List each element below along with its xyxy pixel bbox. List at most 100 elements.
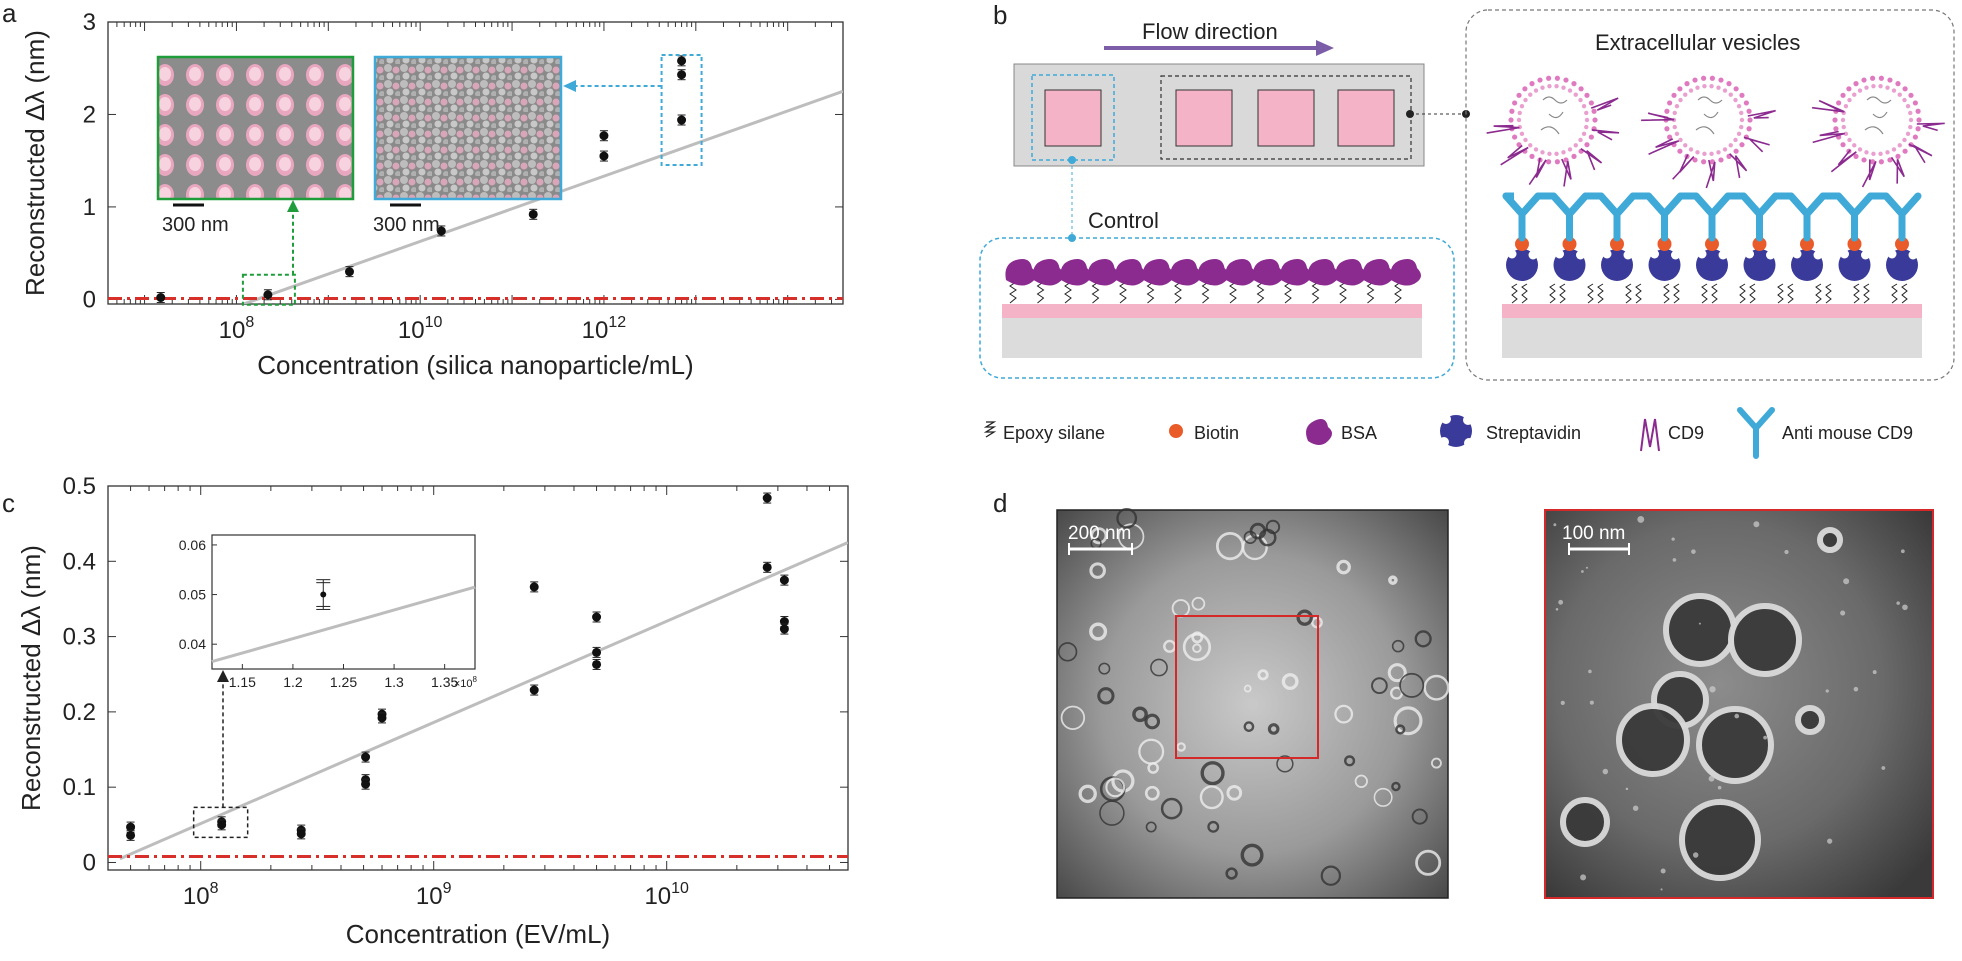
vesicle-lipid [1861, 77, 1867, 83]
vesicle-lipid [1523, 137, 1528, 143]
vesicle-lipid [1512, 100, 1518, 106]
vesicle-lipid [1739, 124, 1744, 130]
bsa-molecule [1197, 259, 1229, 286]
tem-vesicle [1411, 808, 1428, 825]
vesicle-lipid [1674, 131, 1680, 137]
tem-vesicle [1320, 865, 1342, 886]
tem-vesicle [1311, 616, 1323, 629]
streptavidin-pocket [1528, 250, 1538, 260]
bsa-molecule [1060, 259, 1091, 286]
x-tick-label-c-exp: 8 [210, 880, 219, 897]
cd9-protein [1812, 130, 1845, 144]
vesicle-lipid [1847, 97, 1852, 103]
tem-vesicle [1415, 849, 1442, 876]
epoxy-silane-linker [1625, 283, 1632, 304]
vesicle-cargo [1540, 96, 1568, 135]
panel-letter-c: c [2, 488, 15, 518]
data-point-a [156, 293, 166, 303]
vesicle-lipid [1664, 126, 1670, 132]
vesicle-lipid [1588, 134, 1594, 140]
vesicle-lipid [1678, 97, 1683, 103]
tem-particle [1691, 549, 1696, 554]
tem-vesicle [1560, 797, 1610, 847]
inset-x-tick-label: 1.2 [283, 674, 303, 690]
tem-vesicle [1258, 528, 1277, 547]
control-substrate [1002, 318, 1422, 358]
tem-particle [1580, 874, 1587, 881]
vesicle-lipid [1509, 108, 1515, 114]
tem-vesicle [1200, 761, 1225, 786]
inset-x-tick-label: 1.15 [229, 674, 256, 690]
tem-particle [1853, 686, 1859, 692]
vesicle-lipid [1902, 148, 1908, 154]
vesicle-lipid [1554, 75, 1560, 81]
biotin-molecule [1515, 237, 1529, 251]
epoxy-silane-linker [1815, 283, 1822, 304]
ev-capture-layer [1486, 75, 1945, 304]
epoxy-silane-linker [1777, 283, 1784, 304]
epoxy-silane-linker [1673, 283, 1680, 304]
ev-zoom-box [1465, 9, 1955, 381]
vesicle-lipid [1522, 86, 1528, 92]
x-tick-label-c-exp: 10 [671, 880, 689, 897]
vesicle-lipid [1529, 153, 1535, 159]
vesicle-lipid [1915, 126, 1921, 132]
tem-vesicle [1354, 774, 1368, 788]
vesicle-lipid [1692, 77, 1698, 83]
tem-particle [1581, 570, 1584, 573]
data-point-c [762, 493, 772, 503]
data-point-a [599, 131, 609, 141]
epoxy-silane-linker [1587, 283, 1594, 304]
epoxy-silane-linker [1009, 281, 1017, 304]
vesicle-lipid [1733, 148, 1739, 154]
x-tick-label-a-base: 10 [398, 317, 425, 344]
tem-particle [1672, 558, 1677, 562]
vesicle-lipid [1891, 147, 1897, 152]
vesicle-lipid [1581, 103, 1587, 109]
tem-vesicle [1207, 820, 1220, 833]
tem-vesicle [1090, 527, 1108, 545]
data-point-a [599, 151, 609, 161]
tem-particle [1553, 523, 1557, 527]
vesicle-lipid [1840, 92, 1846, 98]
vesicle-lipid [1540, 85, 1545, 90]
vesicle-lipid [1688, 147, 1694, 152]
sem-scale-label-green: 300 nm [162, 214, 229, 236]
tem-particle [1784, 549, 1789, 555]
vesicle-lipid [1746, 126, 1752, 132]
vesicle-lipid [1902, 137, 1907, 143]
x-tick-label-a-base: 10 [219, 317, 246, 344]
epoxy-silane-linker [1394, 281, 1402, 304]
bsa-molecule [1335, 259, 1366, 286]
y-tick-label-a: 2 [83, 101, 96, 128]
vesicle-lipid [1853, 153, 1859, 159]
tem-particle [1698, 622, 1701, 625]
y-tick-label-c: 0.4 [63, 548, 96, 575]
tem-particle [1753, 521, 1760, 528]
data-point-a [528, 209, 538, 219]
tem-image-right: 100 nm [1544, 509, 1934, 899]
data-point-c [126, 822, 136, 832]
epoxy-silane-linker [1256, 281, 1265, 304]
vesicle-lipid [1847, 137, 1852, 143]
vesicle-lipid [1578, 137, 1583, 143]
tem-particle [1708, 775, 1715, 782]
tem-vesicle [1663, 593, 1737, 667]
vesicle-lipid [1912, 134, 1918, 140]
tem-vesicle [1138, 738, 1165, 765]
cd9-protein [1908, 143, 1933, 164]
y-tick-label-a: 0 [83, 286, 96, 313]
tem-vesicle [1105, 777, 1126, 798]
epoxy-silane-linker [1521, 283, 1528, 304]
vesicle-lipid [1908, 124, 1913, 130]
tem-particle [1843, 578, 1850, 585]
sensor-pad-1 [1175, 89, 1233, 147]
vesicle-lipid [1563, 77, 1569, 83]
tem-vesicle [1795, 705, 1825, 735]
vesicle-lipid [1671, 92, 1677, 98]
data-point-a [677, 115, 687, 125]
vesicle-lipid [1683, 92, 1688, 97]
tem-vesicle [1393, 706, 1423, 736]
